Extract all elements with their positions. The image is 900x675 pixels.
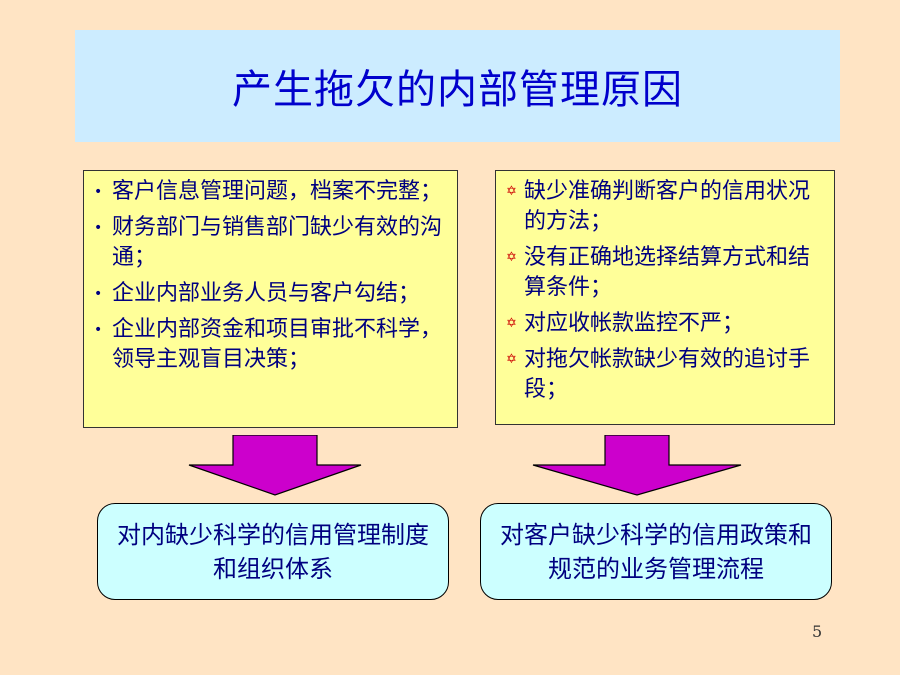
down-arrow-icon bbox=[188, 435, 362, 496]
star-of-david-bullet-icon: ✡ bbox=[506, 250, 517, 265]
star-of-david-bullet-icon: ✡ bbox=[506, 352, 517, 367]
list-item: • 客户信息管理问题，档案不完整； bbox=[94, 177, 447, 207]
list-item: ✡ 对拖欠帐款缺少有效的追讨手段； bbox=[506, 345, 824, 405]
dot-bullet-icon: • bbox=[94, 322, 103, 338]
list-item-text: 没有正确地选择结算方式和结算条件； bbox=[524, 245, 811, 300]
list-item: ✡ 没有正确地选择结算方式和结算条件； bbox=[506, 243, 824, 303]
list-item: • 财务部门与销售部门缺少有效的沟通； bbox=[94, 213, 447, 273]
star-of-david-bullet-icon: ✡ bbox=[506, 316, 517, 331]
down-arrow-icon bbox=[532, 435, 742, 496]
star-of-david-bullet-icon: ✡ bbox=[506, 184, 517, 199]
title-bar: 产生拖欠的内部管理原因 bbox=[75, 30, 840, 142]
dot-bullet-icon: • bbox=[94, 184, 103, 200]
list-item-text: 财务部门与销售部门缺少有效的沟通； bbox=[112, 215, 443, 270]
list-item: • 企业内部业务人员与客户勾结； bbox=[94, 279, 447, 309]
list-item: ✡ 对应收帐款监控不严； bbox=[506, 309, 824, 339]
list-item: • 企业内部资金和项目审批不科学，领导主观盲目决策； bbox=[94, 315, 447, 375]
list-item: ✡ 缺少准确判断客户的信用状况的方法； bbox=[506, 177, 824, 237]
list-item-text: 企业内部业务人员与客户勾结； bbox=[112, 281, 421, 306]
right-cause-panel: ✡ 缺少准确判断客户的信用状况的方法； ✡ 没有正确地选择结算方式和结算条件； … bbox=[495, 170, 835, 425]
list-item-text: 客户信息管理问题，档案不完整； bbox=[112, 179, 443, 204]
internal-result-text: 对内缺少科学的信用管理制度和组织体系 bbox=[117, 520, 429, 583]
dot-bullet-icon: • bbox=[94, 220, 103, 236]
customer-result-box: 对客户缺少科学的信用政策和规范的业务管理流程 bbox=[480, 503, 832, 600]
list-item-text: 缺少准确判断客户的信用状况的方法； bbox=[524, 179, 811, 234]
dot-bullet-icon: • bbox=[94, 286, 103, 302]
list-item-text: 对拖欠帐款缺少有效的追讨手段； bbox=[524, 347, 811, 402]
list-item-text: 企业内部资金和项目审批不科学，领导主观盲目决策； bbox=[112, 317, 443, 372]
slide-title: 产生拖欠的内部管理原因 bbox=[232, 67, 683, 113]
internal-result-box: 对内缺少科学的信用管理制度和组织体系 bbox=[97, 503, 449, 600]
left-cause-panel: • 客户信息管理问题，档案不完整； • 财务部门与销售部门缺少有效的沟通； • … bbox=[83, 170, 458, 428]
list-item-text: 对应收帐款监控不严； bbox=[524, 311, 745, 336]
customer-result-text: 对客户缺少科学的信用政策和规范的业务管理流程 bbox=[500, 520, 812, 583]
page-number: 5 bbox=[812, 622, 823, 641]
